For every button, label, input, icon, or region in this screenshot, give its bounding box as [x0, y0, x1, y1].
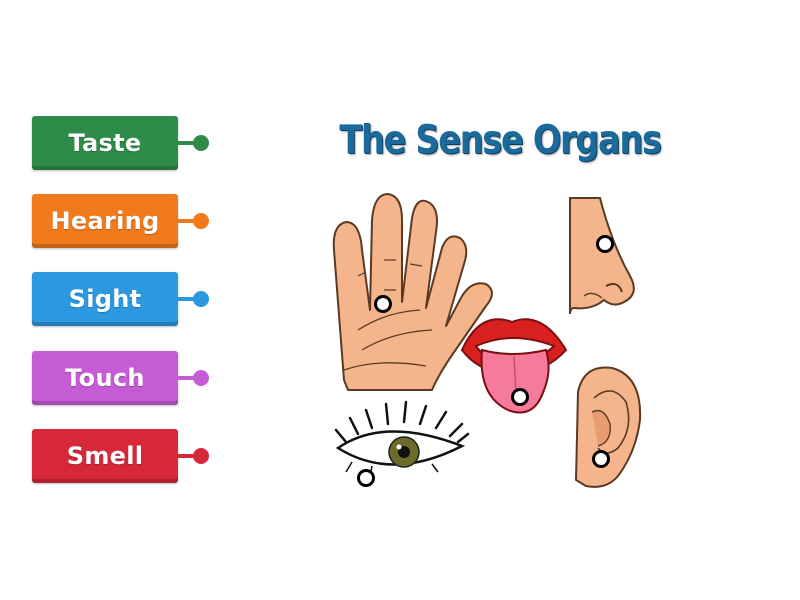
drop-target-ear[interactable]	[592, 450, 610, 468]
connector-hearing	[178, 219, 202, 223]
label-hearing-text: Hearing	[50, 207, 160, 235]
knob-sight[interactable]	[193, 291, 209, 307]
drop-target-nose[interactable]	[596, 235, 614, 253]
knob-smell[interactable]	[193, 448, 209, 464]
knob-touch[interactable]	[193, 370, 209, 386]
knob-hearing[interactable]	[193, 213, 209, 229]
label-sight-text: Sight	[68, 285, 142, 313]
label-sight[interactable]: Sight	[32, 272, 178, 326]
label-smell-text: Smell	[66, 442, 144, 470]
label-taste-text: Taste	[68, 129, 142, 157]
page-title: The Sense Organs	[339, 118, 662, 163]
label-touch[interactable]: Touch	[32, 351, 178, 405]
connector-taste	[178, 141, 202, 145]
drop-target-tongue[interactable]	[511, 388, 529, 406]
label-taste[interactable]: Taste	[32, 116, 178, 170]
connector-smell	[178, 454, 202, 458]
connector-sight	[178, 297, 202, 301]
drop-target-eye[interactable]	[357, 469, 375, 487]
hand-icon	[332, 193, 493, 391]
eye-icon	[334, 400, 470, 477]
label-hearing[interactable]: Hearing	[32, 194, 178, 248]
knob-taste[interactable]	[193, 135, 209, 151]
tongue-icon	[460, 318, 568, 414]
nose-icon	[569, 197, 635, 315]
label-smell[interactable]: Smell	[32, 429, 178, 483]
label-touch-text: Touch	[65, 364, 145, 392]
drop-target-hand[interactable]	[374, 295, 392, 313]
connector-touch	[178, 376, 202, 380]
ear-icon	[574, 366, 642, 488]
